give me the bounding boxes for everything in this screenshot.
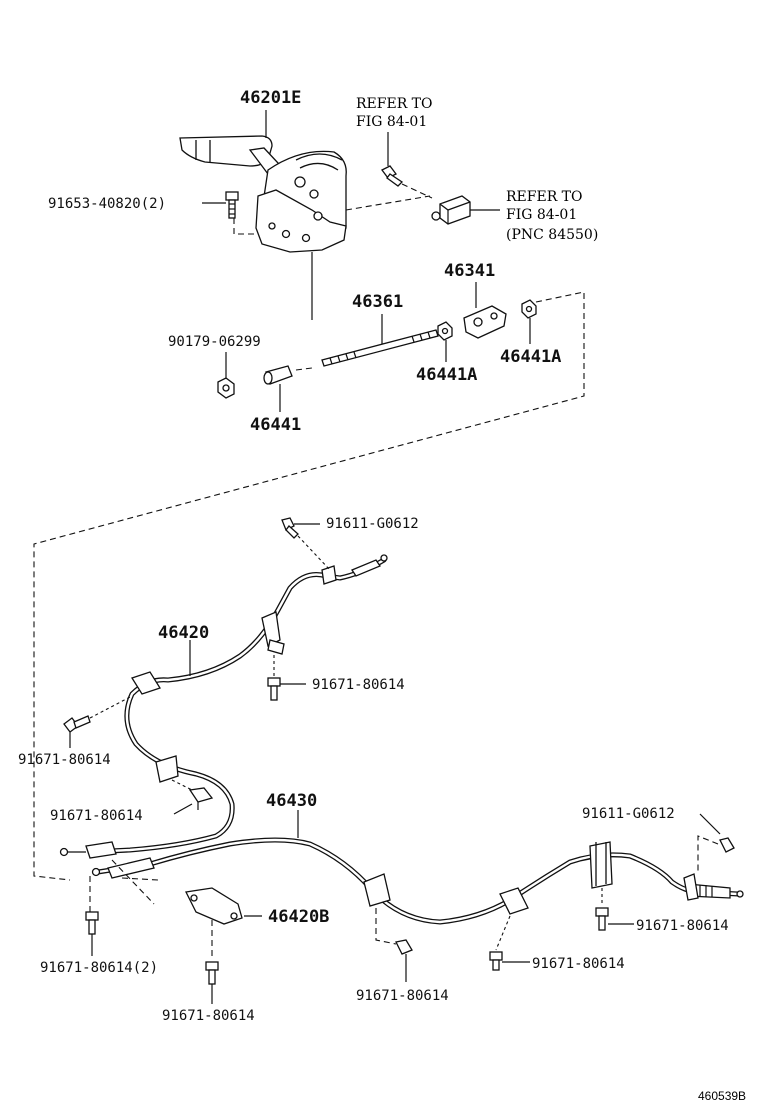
- label-46341: 46341: [444, 261, 495, 281]
- cable-46420: [59, 554, 388, 859]
- bolt-80614-e-icon: [595, 907, 634, 931]
- nut-46441A-right-icon: [521, 299, 537, 344]
- dashed-bolt-lever: [233, 218, 258, 235]
- label-46441A-right: 46441A: [500, 347, 561, 367]
- equalizer-46341-icon: [463, 282, 507, 339]
- label-80614-a: 91671-80614: [312, 677, 405, 693]
- dotted-80614-b: [89, 695, 133, 719]
- bolt-80614-d-icon: [489, 951, 530, 971]
- label-80614-e: 91671-80614: [636, 918, 729, 934]
- label-46441A-mid: 46441A: [416, 365, 477, 385]
- label-80614-b: 91671-80614: [18, 752, 111, 768]
- sleeve-46441-icon: [263, 365, 293, 412]
- label-46201E: 46201E: [240, 88, 301, 108]
- label-80614-left2: 91671-80614(2): [40, 960, 158, 976]
- label-46420: 46420: [158, 623, 209, 643]
- label-46420B: 46420B: [268, 907, 329, 927]
- label-refer-mid-1: REFER TO: [506, 189, 583, 205]
- dashed-mid: [375, 908, 397, 945]
- label-90179: 90179-06299: [168, 334, 261, 350]
- bolt-g0612-right-icon: [699, 813, 735, 853]
- cable-46430: [91, 837, 744, 925]
- bolt-80614-bottom-icon: [205, 961, 219, 1004]
- bolt-80614-c-icon: [173, 787, 214, 815]
- label-refer-mid-3: (PNC 84550): [506, 227, 598, 243]
- bolt-80614-b-icon: [63, 715, 91, 748]
- bolt-80614-mid-icon: [395, 939, 413, 982]
- nut-90179-icon: [217, 352, 235, 399]
- label-g0612-top: 91611-G0612: [326, 516, 419, 532]
- label-80614-bottom: 91671-80614: [162, 1008, 255, 1024]
- dotted-g0612-top: [297, 535, 331, 571]
- bolt-g0612-top-icon: [281, 517, 320, 539]
- label-46361: 46361: [352, 292, 403, 312]
- label-46441: 46441: [250, 415, 301, 435]
- label-refer-top-2: FIG 84-01: [356, 114, 427, 130]
- label-refer-mid-2: FIG 84-01: [506, 207, 577, 223]
- bolt-80614-a-icon: [267, 677, 306, 701]
- brake-switch-icon: [431, 195, 500, 225]
- bolt-refer-icon: [381, 132, 404, 187]
- label-80614-d: 91671-80614: [532, 956, 625, 972]
- label-80614-mid: 91671-80614: [356, 988, 449, 1004]
- nut-46441A-mid-icon: [437, 321, 453, 362]
- dotted-80614-c: [171, 779, 193, 791]
- label-g0612-right: 91611-G0612: [582, 806, 675, 822]
- dashed-left2-c: [121, 877, 159, 881]
- dashed-g0612-right: [697, 835, 719, 872]
- diagram-code: 460539B: [698, 1089, 746, 1103]
- dashed-switch: [345, 195, 431, 211]
- label-bolt-lever: 91653-40820(2): [48, 196, 166, 212]
- dotted-80614-d: [495, 915, 511, 951]
- bolt-80614-left2-icon: [85, 911, 99, 956]
- bolt-91653-icon: [202, 191, 239, 219]
- dashed-frame: [33, 291, 585, 881]
- label-refer-top-1: REFER TO: [356, 96, 433, 112]
- bracket-46420B-icon: [185, 887, 262, 925]
- dashed-left2-b: [111, 859, 155, 905]
- dashed-rod: [295, 367, 313, 371]
- label-80614-c: 91671-80614: [50, 808, 143, 824]
- dashed-refer-top: [401, 183, 433, 199]
- parking-brake-lever-assy: [179, 135, 347, 320]
- adjusting-rod-46361: [321, 314, 439, 367]
- label-46430: 46430: [266, 791, 317, 811]
